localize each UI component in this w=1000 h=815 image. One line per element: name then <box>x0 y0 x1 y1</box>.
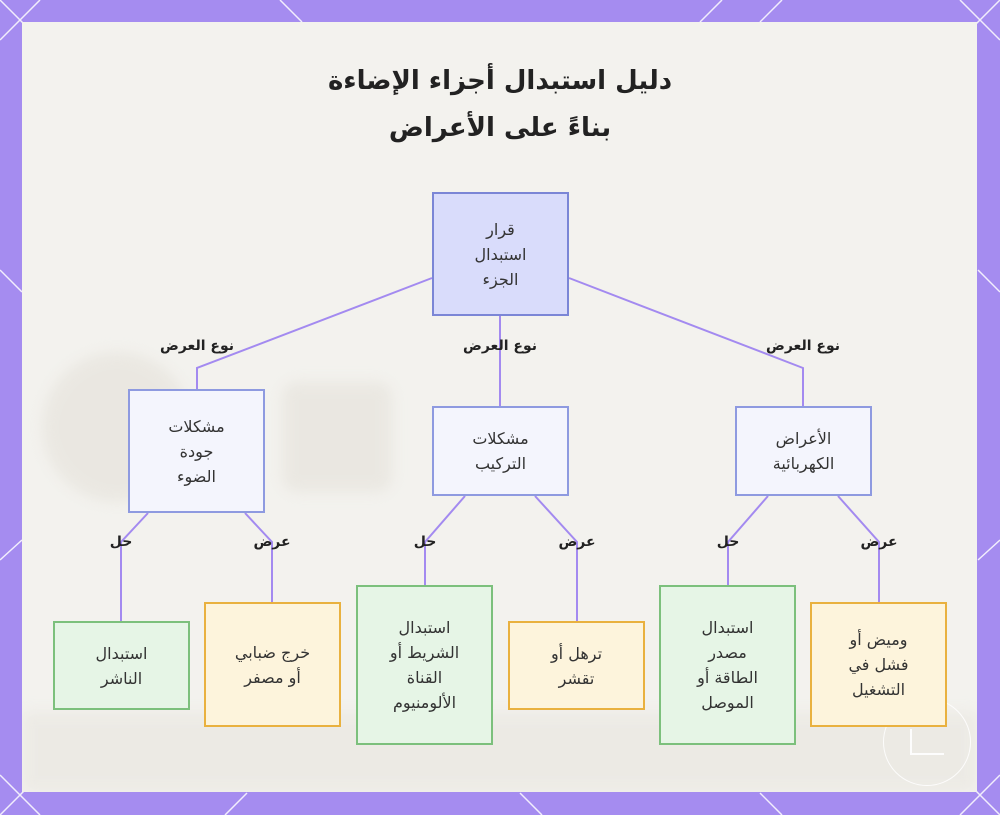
node-y3: وميض أو فشل في التشغيل <box>810 602 947 727</box>
edge-root-light <box>197 278 432 389</box>
edge-light-s1 <box>121 513 148 621</box>
edge-install-y2 <box>535 496 577 621</box>
node-y1: خرج ضبابي أو مصفر <box>204 602 341 727</box>
node-y2: ترهل أو تقشر <box>508 621 645 710</box>
edge-label: حل <box>717 534 740 550</box>
node-root: قرار استبدال الجزء <box>432 192 569 316</box>
edge-label: نوع العرض <box>160 338 234 354</box>
edge-label: نوع العرض <box>463 338 537 354</box>
edge-label: نوع العرض <box>766 338 840 354</box>
node-light: مشكلات جودة الضوء <box>128 389 265 513</box>
node-s3: استبدال مصدر الطاقة أو الموصل <box>659 585 796 745</box>
node-electric: الأعراض الكهربائية <box>735 406 872 496</box>
node-s1: استبدال الناشر <box>53 621 190 710</box>
edge-label: حل <box>414 534 437 550</box>
edge-light-y1 <box>245 513 272 602</box>
edge-label: عرض <box>558 534 595 550</box>
edge-label: حل <box>110 534 133 550</box>
edge-label: عرض <box>860 534 897 550</box>
node-s2: استبدال الشريط أو القناة الألومنيوم <box>356 585 493 745</box>
edge-label: عرض <box>253 534 290 550</box>
node-install: مشكلات التركيب <box>432 406 569 496</box>
